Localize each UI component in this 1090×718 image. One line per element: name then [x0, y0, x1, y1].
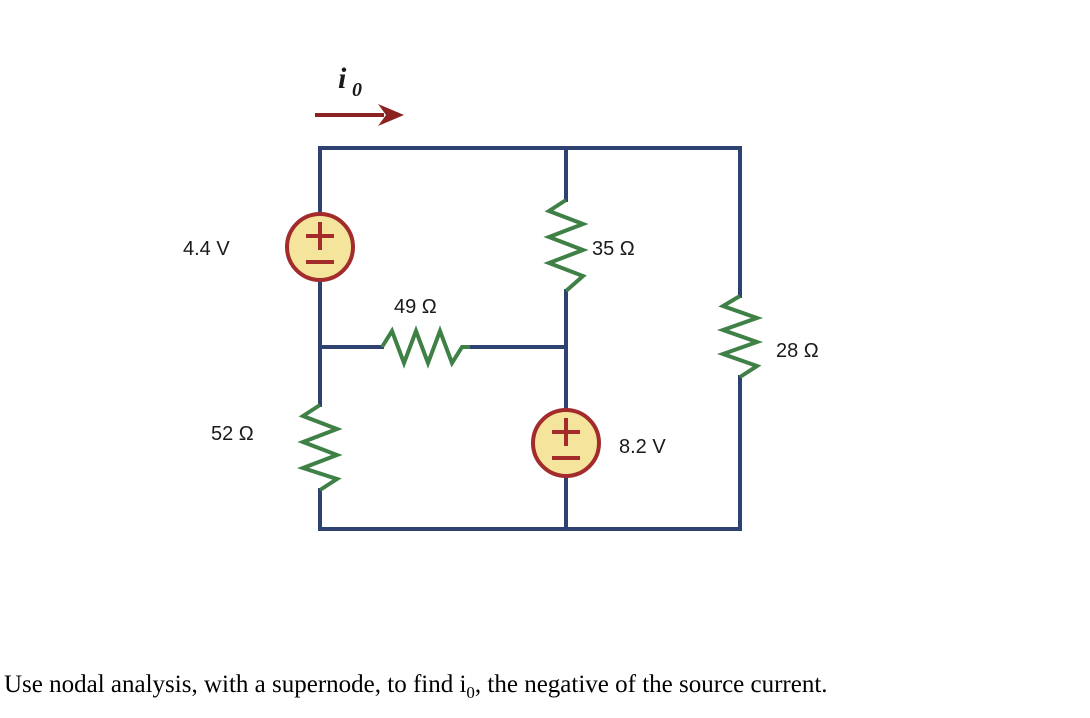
circuit-schematic-svg: i 0 4.4 V 35 Ω 49 Ω 28 Ω 52 Ω 8.2 V — [183, 62, 819, 531]
resistor-28-zigzag — [716, 294, 764, 379]
circuit-diagram: i 0 4.4 V 35 Ω 49 Ω 28 Ω 52 Ω 8.2 V — [183, 62, 819, 531]
caption-subscript: 0 — [466, 683, 475, 702]
label-source-left: 4.4 V — [183, 238, 230, 260]
current-label-subscript: 0 — [352, 79, 362, 101]
circuit-wires — [318, 146, 742, 531]
label-resistor-28: 28 Ω — [776, 340, 819, 362]
resistor-49-zigzag — [380, 325, 470, 369]
current-label-symbol: i — [338, 62, 347, 95]
voltage-source-mid[interactable] — [531, 408, 601, 478]
resistor-52-zigzag — [296, 403, 343, 492]
label-resistor-35: 35 Ω — [592, 238, 635, 260]
problem-caption: Use nodal analysis, with a supernode, to… — [4, 670, 1086, 703]
label-source-mid: 8.2 V — [619, 436, 666, 458]
current-arrow-head-icon — [378, 104, 404, 126]
resistor-35-zigzag — [543, 198, 589, 293]
caption-before: Use nodal analysis, with a supernode, to… — [4, 671, 467, 698]
caption-after: , the negative of the source current. — [474, 671, 828, 698]
voltage-source-left[interactable] — [285, 212, 355, 282]
label-resistor-49: 49 Ω — [394, 296, 437, 318]
label-resistor-52: 52 Ω — [211, 423, 254, 445]
resistor-symbols — [296, 198, 764, 492]
current-arrow-i0 — [315, 104, 404, 126]
